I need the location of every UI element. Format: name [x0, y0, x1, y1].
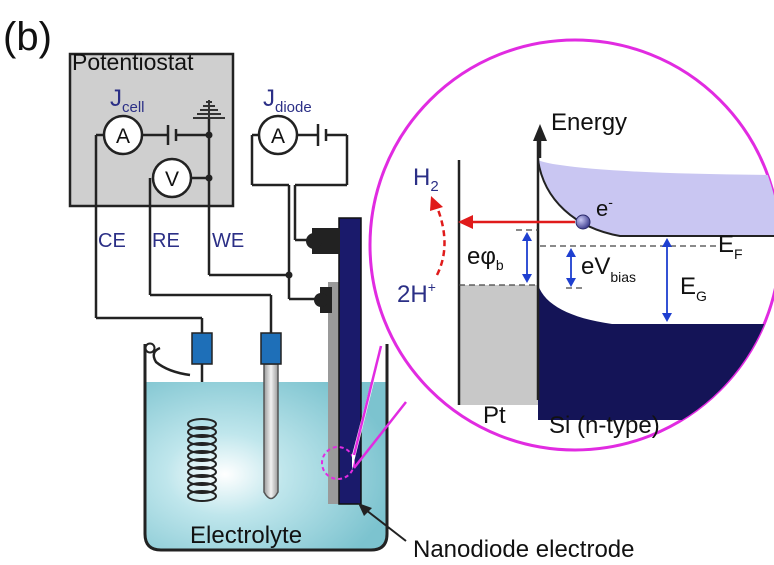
reference-electrode: [263, 363, 279, 500]
energy-levels: [459, 229, 716, 289]
energy-axis-arrowhead: [533, 124, 547, 141]
fermi-level-label: EF: [718, 231, 743, 262]
zoom-callout-line: [353, 401, 407, 469]
terminal-we: WE: [212, 230, 244, 252]
electron-transfer-arrowhead: [458, 215, 473, 229]
j-diode-label: Jdiode: [263, 85, 312, 116]
terminal-ce: CE: [98, 230, 126, 252]
junction-dot: [285, 271, 293, 279]
ammeter-diode: [257, 114, 299, 156]
re-connector: [260, 332, 282, 365]
h2-label: H2: [413, 164, 439, 195]
nanodiode-electrode: [338, 217, 362, 505]
electron-label: e-: [596, 194, 613, 221]
barrier-arrowhead: [522, 274, 532, 283]
voltmeter: [151, 157, 193, 199]
diode-contact-dot: [306, 233, 322, 249]
electrode-pointer-arrowhead: [358, 503, 372, 516]
nanodiode-electrode-label: Nanodiode electrode: [413, 536, 635, 563]
electron: [575, 214, 591, 230]
cell-wiring: [94, 206, 318, 420]
bias-arrowhead: [566, 278, 576, 287]
metal-label: Pt: [483, 402, 506, 429]
ammeter-cell: [102, 114, 144, 156]
barrier-arrowhead: [522, 232, 532, 241]
conduction-band: [538, 160, 774, 236]
diode-circuit-wiring: [250, 124, 349, 275]
ce-connector: [191, 332, 213, 365]
conduction-band-edge: [537, 159, 774, 237]
bandgap-arrowhead: [662, 313, 672, 322]
valence-band: [538, 285, 774, 420]
bias-arrowhead: [566, 248, 576, 257]
counter-electrode-coil: [187, 418, 217, 502]
we-contact-dot: [314, 293, 328, 307]
terminal-re: RE: [152, 230, 180, 252]
h2-evolution-arc: [435, 206, 446, 276]
ammeter-cell-label: A: [116, 125, 130, 148]
ground-icon: [193, 100, 225, 119]
barrier-label: eφb: [467, 243, 504, 273]
semiconductor-label: Si (n-type): [549, 412, 660, 439]
beaker: [143, 344, 389, 552]
bandgap-label: EG: [680, 273, 707, 304]
potentiostat-title: Potentiostat: [72, 49, 194, 75]
ammeter-diode-label: A: [271, 125, 285, 148]
junction-dot: [205, 131, 213, 139]
bandgap-arrowhead: [662, 238, 672, 247]
proton-label: 2H+: [397, 279, 436, 308]
electrode-grey-layer: [328, 282, 340, 504]
panel-label: (b): [3, 15, 52, 59]
j-cell-label: Jcell: [110, 85, 145, 116]
junction-dot: [144, 342, 156, 354]
junction-dot: [205, 174, 213, 182]
bias-label: eVbias: [581, 253, 636, 285]
voltmeter-label: V: [165, 168, 179, 191]
pt-metal: [459, 285, 538, 405]
energy-axis-label: Energy: [551, 109, 627, 136]
h2-evolution-arrowhead: [430, 196, 443, 211]
zoom-callout-line: [352, 345, 383, 456]
electrode-pointer: [365, 509, 407, 542]
zoom-spot: [321, 446, 355, 480]
electrolyte-label: Electrolyte: [190, 522, 302, 549]
